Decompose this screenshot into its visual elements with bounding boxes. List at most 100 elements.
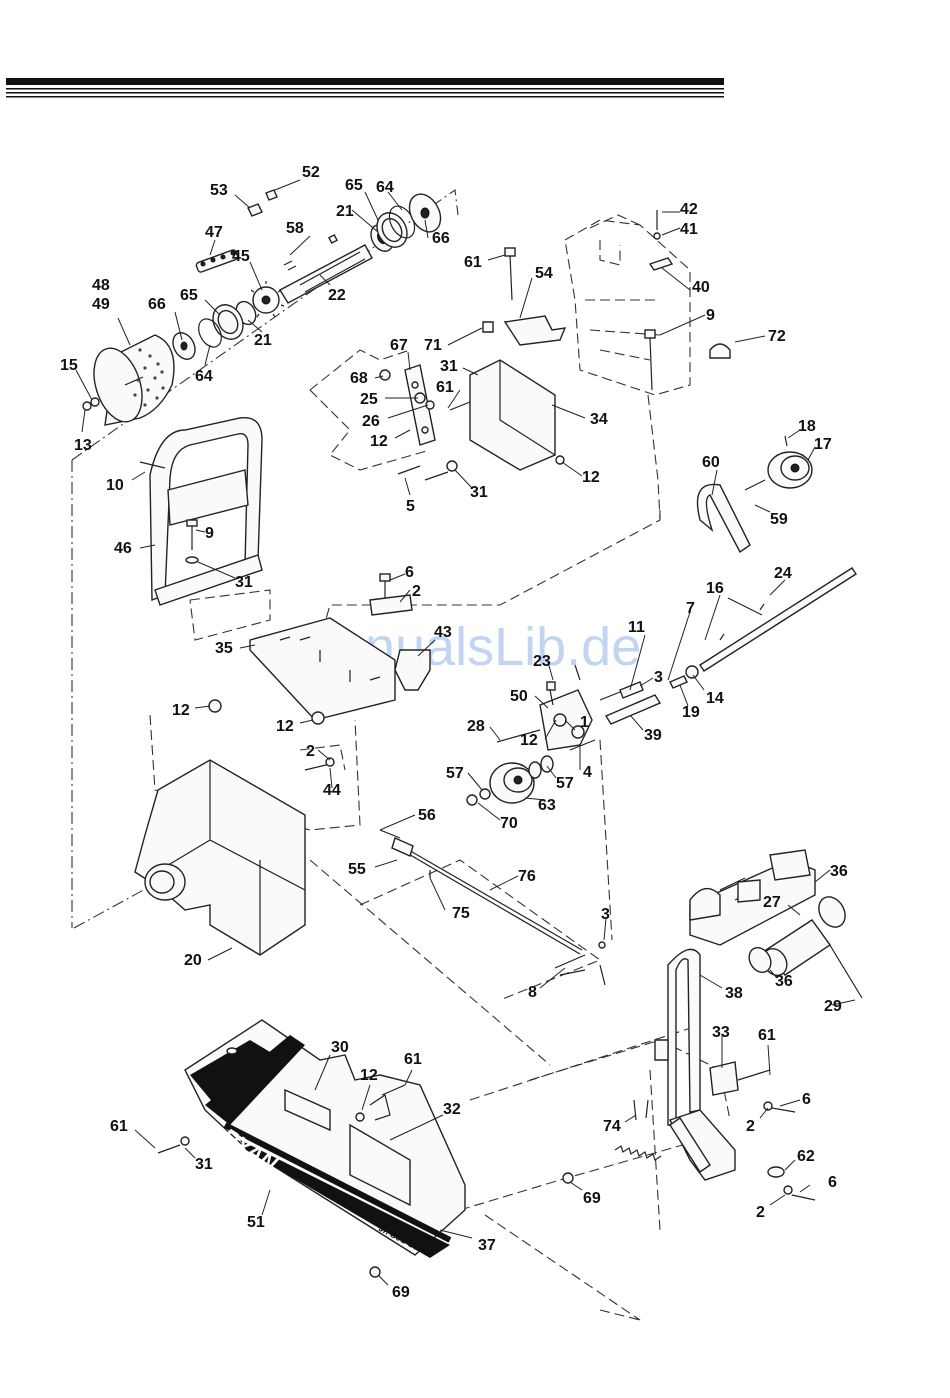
callout-33: 33 (712, 1024, 730, 1041)
callout-38: 38 (725, 985, 743, 1002)
callout-45: 45 (232, 248, 250, 265)
callout-67: 67 (390, 337, 408, 354)
callout-14: 14 (706, 690, 724, 707)
callout-64-lower: 64 (195, 368, 213, 385)
callout-49: 49 (92, 296, 110, 313)
callout-42: 42 (680, 201, 698, 218)
callout-12-mount: 12 (370, 433, 388, 450)
callout-36-lower: 36 (775, 973, 793, 990)
callout-41: 41 (680, 221, 698, 238)
callout-61-frame: 61 (758, 1027, 776, 1044)
callout-15: 15 (60, 357, 78, 374)
callout-18: 18 (798, 418, 816, 435)
callout-51: 51 (247, 1214, 265, 1231)
lower-frame (559, 849, 863, 1201)
callout-57-left: 57 (446, 765, 464, 782)
callout-63: 63 (538, 797, 556, 814)
callout-71: 71 (424, 337, 442, 354)
callout-55: 55 (348, 861, 366, 878)
idler-arm-assembly (466, 664, 662, 806)
callout-50: 50 (510, 688, 528, 705)
callout-69-lower: 69 (392, 1284, 410, 1301)
callout-21: 21 (336, 203, 354, 220)
callout-30: 30 (331, 1039, 349, 1056)
callout-28: 28 (467, 718, 485, 735)
callout-31-bracket: 31 (470, 484, 488, 501)
leader-lines (75, 179, 856, 1286)
callout-40: 40 (692, 279, 710, 296)
callout-9-engine: 9 (706, 307, 715, 324)
callout-21-lower: 21 (254, 332, 272, 349)
callout-35: 35 (215, 640, 233, 657)
callout-31-mount: 31 (440, 358, 458, 375)
callout-48: 48 (92, 277, 110, 294)
callout-61-cover: 61 (404, 1051, 422, 1068)
callout-5: 5 (406, 498, 415, 515)
callout-66: 66 (432, 230, 450, 247)
callout-60: 60 (702, 454, 720, 471)
callout-12-bracket: 12 (582, 469, 600, 486)
engine-mount-bracket (379, 315, 567, 481)
callout-75: 75 (452, 905, 470, 922)
callout-61-mount: 61 (436, 379, 454, 396)
callout-16: 16 (706, 580, 724, 597)
callout-53: 53 (210, 182, 228, 199)
mount-plate (208, 573, 431, 771)
header-rule (6, 78, 724, 98)
callout-6-plate: 6 (405, 564, 414, 581)
callout-59: 59 (770, 511, 788, 528)
callout-57-right: 57 (556, 775, 574, 792)
callout-72: 72 (768, 328, 786, 345)
callout-31-handle: 31 (235, 574, 253, 591)
callout-32: 32 (443, 1101, 461, 1118)
callout-37: 37 (478, 1237, 496, 1254)
callout-43: 43 (434, 624, 452, 641)
callout-2-lower: 2 (756, 1204, 765, 1221)
callout-61-left: 61 (110, 1118, 128, 1135)
callout-22: 22 (328, 287, 346, 304)
callout-12-left: 12 (172, 702, 190, 719)
callout-11: 11 (628, 619, 645, 636)
callout-39: 39 (644, 727, 662, 744)
callout-3-rod: 3 (601, 906, 610, 923)
callout-12-arm: 12 (520, 732, 538, 749)
callout-labels: 52 53 65 64 21 66 58 47 45 22 48 49 66 6… (60, 164, 848, 1301)
blade-cover: RYAN Jr. Sod Cutter (157, 1019, 574, 1278)
callout-12-center: 12 (276, 718, 294, 735)
engine-outline (504, 210, 731, 396)
callout-31-left: 31 (195, 1156, 213, 1173)
callout-26: 26 (362, 413, 380, 430)
callout-10: 10 (106, 477, 124, 494)
callout-58: 58 (286, 220, 304, 237)
callout-2-plate: 2 (412, 583, 421, 600)
callout-19: 19 (682, 704, 700, 721)
callout-64: 64 (376, 179, 394, 196)
callout-8: 8 (528, 984, 537, 1001)
callout-76: 76 (518, 868, 536, 885)
callout-62: 62 (797, 1148, 815, 1165)
callout-20: 20 (184, 952, 202, 969)
callout-68: 68 (350, 370, 368, 387)
callout-69-right: 69 (583, 1190, 601, 1207)
callout-66-lower: 66 (148, 296, 166, 313)
callout-6-lower: 6 (828, 1174, 837, 1191)
callout-3-arm: 3 (654, 669, 663, 686)
callout-2-frame: 2 (746, 1118, 755, 1135)
drive-shaft-assembly (82, 189, 442, 426)
callout-13: 13 (74, 437, 92, 454)
callout-23: 23 (533, 653, 551, 670)
callout-34: 34 (590, 411, 608, 428)
callout-65-lower: 65 (180, 287, 198, 304)
callout-56: 56 (418, 807, 436, 824)
callout-17: 17 (814, 436, 832, 453)
callout-52: 52 (302, 164, 320, 181)
callout-54: 54 (535, 265, 553, 282)
callout-6-frame: 6 (802, 1091, 811, 1108)
belt-guard (134, 759, 306, 956)
callout-29: 29 (824, 998, 842, 1015)
idler-shaft (669, 567, 857, 689)
control-rod (379, 829, 606, 969)
callout-24: 24 (774, 565, 792, 582)
handle-frame (139, 416, 263, 606)
